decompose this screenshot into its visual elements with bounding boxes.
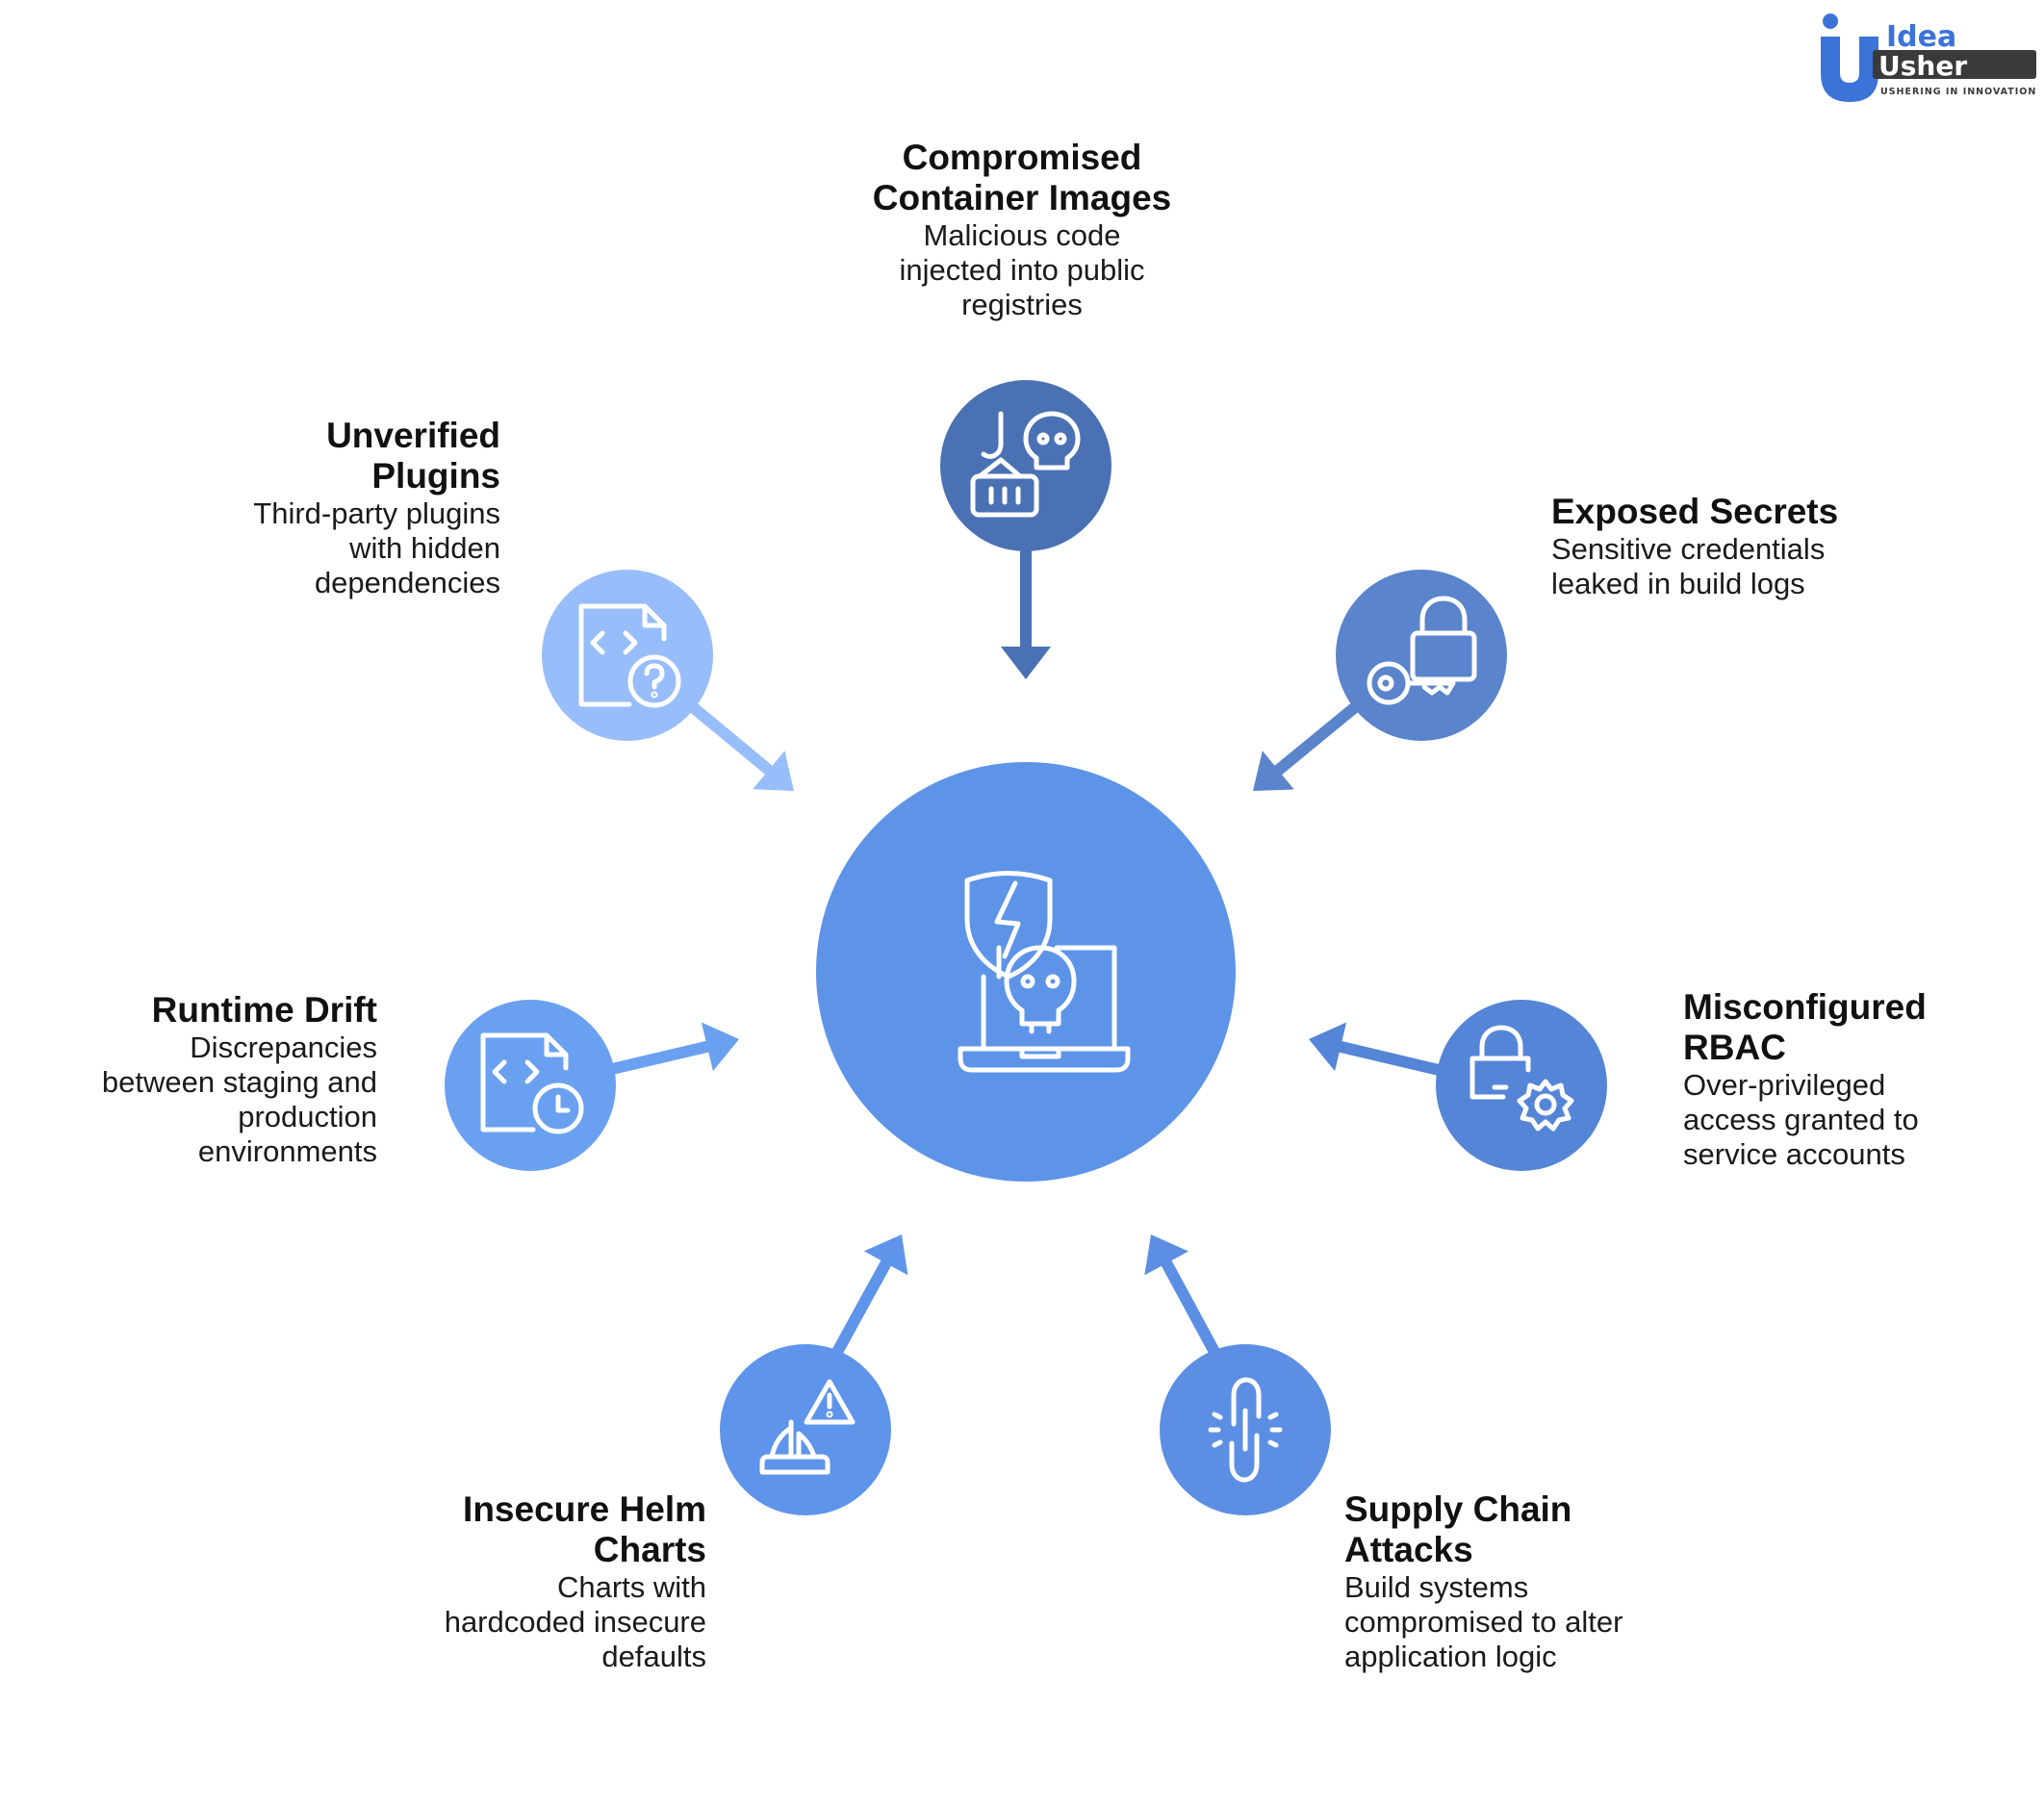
arrow-unverified-plugins: [689, 702, 794, 791]
desc-line: service accounts: [1683, 1137, 1905, 1171]
arrow-insecure-helm-charts: [831, 1234, 908, 1355]
desc-line: access granted to: [1683, 1103, 1919, 1136]
desc-line: application logic: [1344, 1640, 1557, 1673]
code-file-question-icon: [578, 603, 681, 708]
title-line: Runtime Drift: [151, 990, 377, 1030]
desc-line: defaults: [601, 1640, 706, 1673]
arrow-exposed-secrets: [1253, 702, 1359, 791]
code-file-clock-icon: [480, 1032, 584, 1134]
compromised-laptop-icon: [958, 871, 1131, 1073]
container-hook-skull-icon: [970, 411, 1081, 518]
title-line: RBAC: [1683, 1028, 1786, 1067]
brand-logo-graphic: Idea Usher USHERING IN INNOVATION: [1821, 13, 2036, 102]
node-misconfigured-rbac: [1436, 1000, 1607, 1171]
desc-line: injected into public: [899, 253, 1145, 287]
desc-line: Malicious code: [923, 218, 1121, 252]
node-runtime-drift: [445, 1000, 616, 1171]
broken-chain-icon: [1208, 1377, 1283, 1483]
desc-line: registries: [961, 288, 1083, 321]
node-unverified-plugins: [542, 570, 713, 741]
desc-line: dependencies: [314, 566, 500, 599]
title-line: Insecure Helm: [463, 1489, 706, 1529]
lock-key-icon: [1367, 596, 1477, 705]
title-line: Container Images: [872, 178, 1172, 217]
brand-tagline: USHERING IN INNOVATION: [1880, 87, 2036, 97]
arrow-supply-chain-attacks: [1144, 1234, 1220, 1355]
brand-logo: Idea Usher USHERING IN INNOVATION: [1817, 12, 2036, 104]
desc-line: Build systems: [1344, 1570, 1529, 1604]
desc-line: Discrepancies: [190, 1031, 377, 1064]
desc-line: Charts with: [556, 1570, 706, 1604]
brand-name-line1: Idea: [1886, 20, 1956, 54]
title-line: Plugins: [371, 456, 500, 496]
title-line: Compromised: [902, 138, 1142, 177]
node-compromised-container-images: [940, 380, 1111, 551]
desc-line: hardcoded insecure: [444, 1605, 706, 1639]
arrow-runtime-drift: [606, 1022, 739, 1076]
desc-line: production: [238, 1100, 377, 1133]
node-insecure-helm-charts: [720, 1344, 891, 1515]
brand-name-line2: Usher: [1878, 50, 1967, 82]
title-line: Misconfigured: [1683, 987, 1927, 1027]
title-line: Exposed Secrets: [1551, 492, 1839, 531]
arrow-misconfigured-rbac: [1309, 1022, 1441, 1076]
desc-line: Sensitive credentials: [1551, 532, 1826, 566]
desc-line: leaked in build logs: [1551, 567, 1805, 600]
desc-line: compromised to alter: [1344, 1605, 1623, 1639]
desc-line: Over-privileged: [1683, 1068, 1886, 1102]
node-exposed-secrets: [1336, 570, 1507, 741]
lock-gear-icon: [1469, 1025, 1574, 1132]
title-line: Supply Chain: [1344, 1489, 1572, 1529]
title-line: Unverified: [326, 416, 500, 455]
title-line: Charts: [593, 1530, 706, 1569]
desc-line: environments: [197, 1134, 377, 1168]
desc-line: between staging and: [101, 1065, 377, 1099]
title-line: Attacks: [1344, 1530, 1473, 1569]
ship-warning-icon: [759, 1379, 856, 1475]
desc-line: Third-party plugins: [253, 496, 500, 530]
desc-line: with hidden: [349, 531, 500, 565]
arrow-compromised-container-images: [1001, 547, 1051, 679]
center-circle: [816, 762, 1236, 1182]
